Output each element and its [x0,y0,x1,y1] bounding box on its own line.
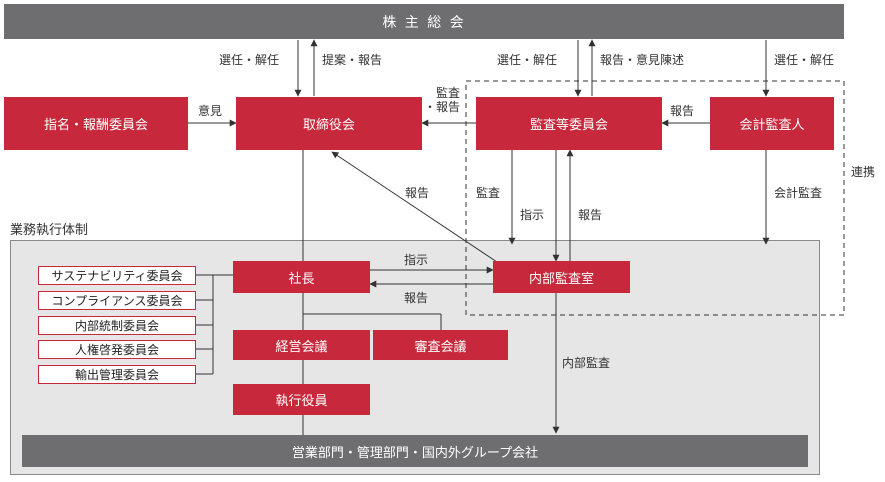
exec-system-title: 業務執行体制 [10,223,89,238]
committee-sustainability: サステナビリティ委員会 [38,266,196,285]
label-report-auditor: 報告 [670,104,695,118]
label-report-opinion: 報告・意見陳述 [600,53,685,67]
committee-compliance: コンプライアンス委員会 [38,291,196,310]
nomination-committee: 指名・報酬委員会 [4,97,188,150]
accounting-auditor: 会計監査人 [710,97,834,150]
shareholders-meeting: 株 主 総 会 [4,4,844,39]
executive-officers: 執行役員 [233,384,370,415]
label-internal-audit: 内部監査 [562,356,611,370]
label-report-audit: 報告 [578,208,603,222]
label-cooperation: 連携 [851,165,876,179]
label-audit-report: 監査 ・報告 [424,86,461,114]
label-audit: 監査 [476,186,501,200]
committee-export-control: 輸出管理委員会 [38,365,196,384]
board-of-directors: 取締役会 [236,97,422,150]
audit-committee: 監査等委員会 [476,97,662,150]
label-instruct-audit: 指示 [520,208,545,222]
label-elect-auditor: 選任・解任 [774,53,835,67]
label-report-president: 報告 [404,291,429,305]
label-accounting-audit: 会計監査 [774,186,823,200]
committee-human-rights: 人権啓発委員会 [38,340,196,359]
label-propose-report: 提案・報告 [322,53,383,67]
internal-audit-office: 内部監査室 [493,261,630,293]
label-elect-board: 選任・解任 [219,53,280,67]
label-report-board: 報告 [405,186,430,200]
label-instruct-president: 指示 [404,253,429,267]
label-opinion: 意見 [198,104,223,118]
label-elect-audit: 選任・解任 [497,53,558,67]
committee-internal-control: 内部統制委員会 [38,316,196,335]
departments-bar: 営業部門・管理部門・国内外グループ会社 [22,435,808,467]
president: 社長 [233,261,370,293]
management-meeting: 経営会議 [233,330,370,360]
review-meeting: 審査会議 [373,330,508,360]
